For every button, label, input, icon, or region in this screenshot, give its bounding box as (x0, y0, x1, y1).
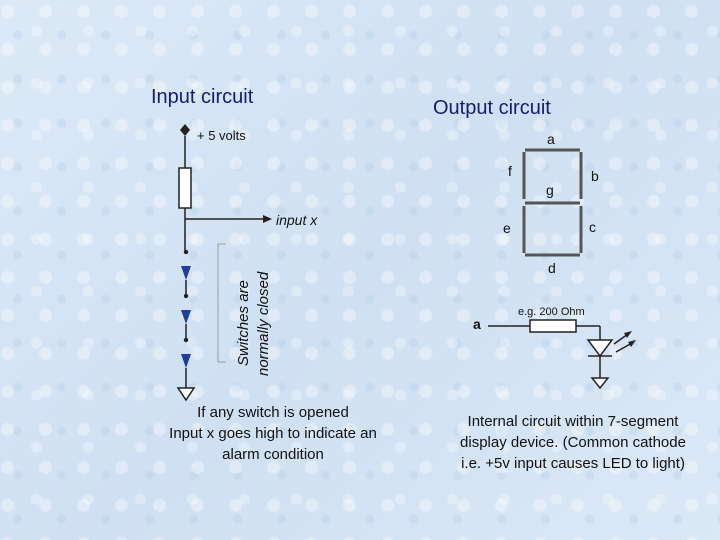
output-caption-line2: display device. (Common cathode (460, 434, 686, 451)
switches-note-line1: Switches are (235, 280, 252, 366)
series-resistor (529, 319, 577, 333)
segment-f-label: f (508, 163, 512, 179)
pull-up-resistor (178, 167, 192, 209)
light-arrow-icon (615, 342, 633, 353)
segment-d-label: d (548, 260, 556, 276)
resistor-value-label: e.g. 200 Ohm (518, 306, 585, 318)
switch-arrow-icon (181, 310, 191, 324)
segment-b-label: b (591, 168, 599, 184)
led-input-label: a (473, 316, 481, 332)
output-circuit-title: Output circuit (433, 97, 551, 119)
switch-arrow-icon (181, 354, 191, 368)
led-icon (586, 339, 614, 358)
light-arrowhead-icon (624, 331, 632, 338)
ground-icon (590, 377, 610, 390)
segment-g-label: g (546, 182, 554, 198)
led-circuit (488, 319, 636, 390)
input-x-arrow-icon (263, 215, 272, 223)
switches-note-line2: normally closed (255, 271, 272, 376)
switch-contact-dot (183, 337, 189, 343)
supply-label: + 5 volts (197, 128, 246, 143)
light-arrowhead-icon (628, 340, 636, 347)
output-caption-line3: i.e. +5v input causes LED to light) (461, 455, 685, 472)
ground-icon (176, 387, 196, 402)
switches-bracket (217, 243, 226, 363)
switch-contact-dot (183, 249, 189, 255)
segment-e-label: e (503, 220, 511, 236)
switch-arrow-icon (181, 266, 191, 280)
input-x-label: input x (276, 212, 318, 228)
output-caption: Internal circuit within 7-segment displa… (432, 411, 714, 474)
segment-a-label: a (547, 131, 555, 147)
input-caption-line3: alarm condition (222, 446, 324, 463)
input-circuit-title: Input circuit (151, 86, 254, 108)
output-caption-line1: Internal circuit within 7-segment (467, 413, 679, 430)
seven-segment-display (522, 148, 583, 257)
supply-terminal-icon (180, 124, 190, 136)
switch-contact-dot (183, 293, 189, 299)
input-caption-line1: If any switch is opened (197, 404, 349, 421)
input-caption-line2: Input x goes high to indicate an (169, 425, 377, 442)
input-caption: If any switch is opened Input x goes hig… (150, 402, 396, 465)
segment-c-label: c (589, 219, 596, 235)
input-circuit (176, 124, 272, 402)
